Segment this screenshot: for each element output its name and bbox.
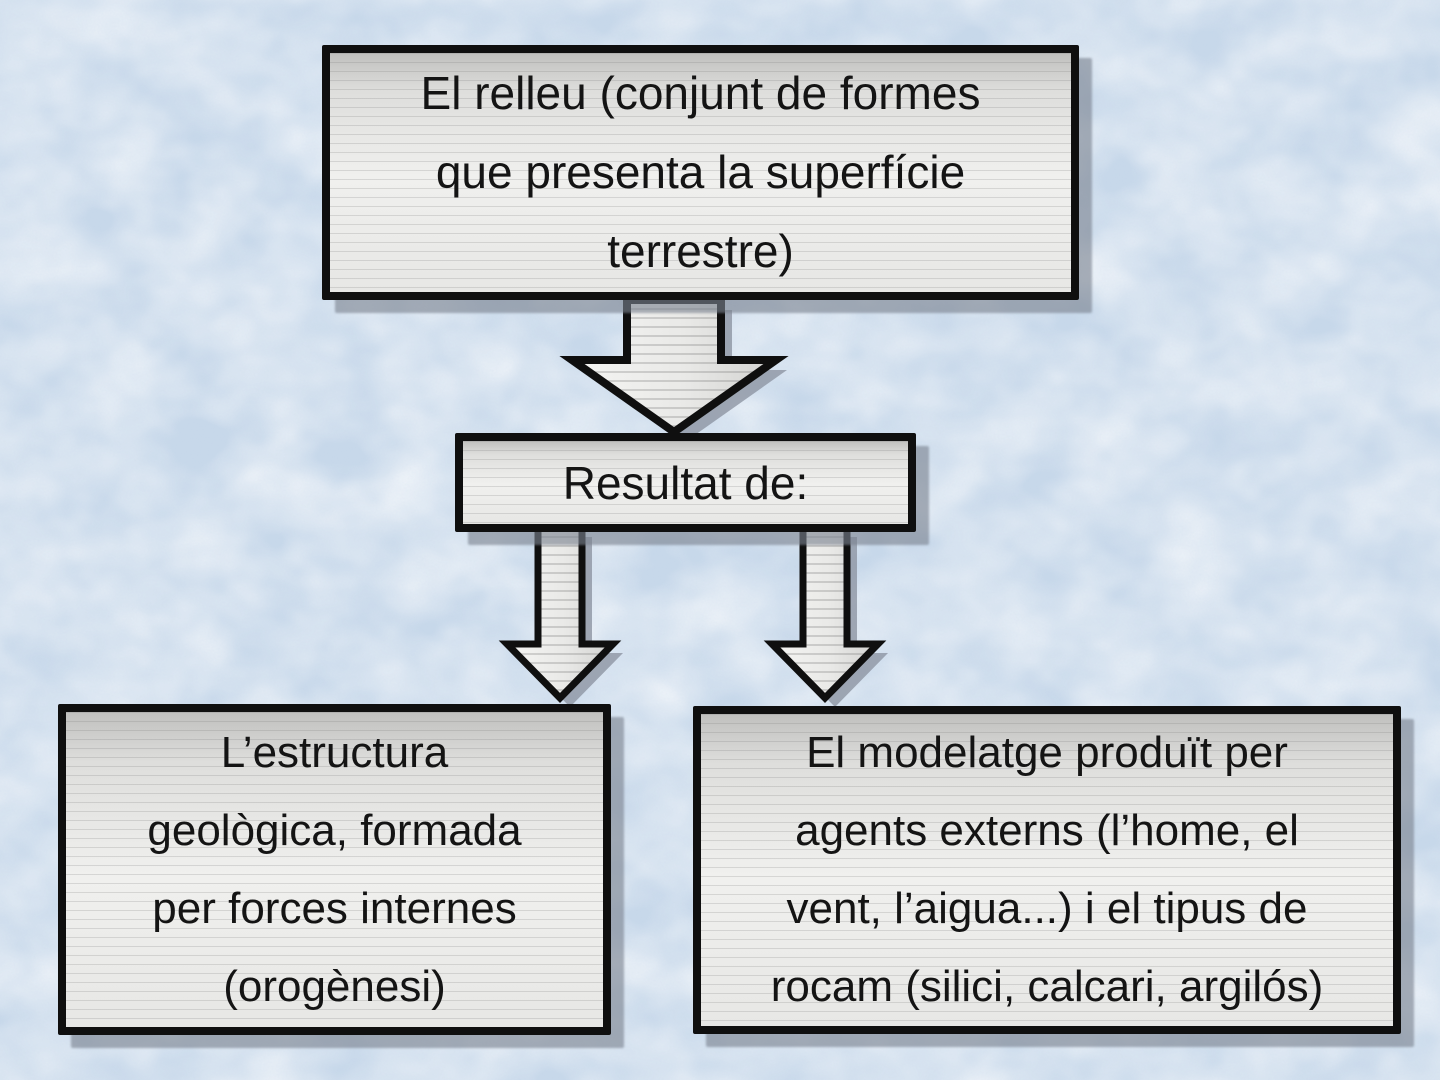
node-resultat-text: Resultat de: — [562, 456, 809, 509]
node-relleu: El relleu (conjunt de formes que present… — [322, 45, 1079, 300]
node-modelatge-text: El modelatge produït per agents externs … — [770, 728, 1324, 1011]
down-arrow-icon — [763, 524, 888, 707]
down-arrow-icon — [498, 524, 623, 707]
node-estructura: L’estructura geològica, formada per forc… — [58, 704, 611, 1035]
down-arrow-icon — [559, 296, 789, 442]
node-relleu-text: El relleu (conjunt de formes que present… — [420, 67, 981, 277]
node-estructura-text: L’estructura geològica, formada per forc… — [147, 727, 522, 1011]
node-modelatge: El modelatge produït per agents externs … — [693, 706, 1401, 1034]
node-resultat: Resultat de: — [455, 433, 916, 532]
